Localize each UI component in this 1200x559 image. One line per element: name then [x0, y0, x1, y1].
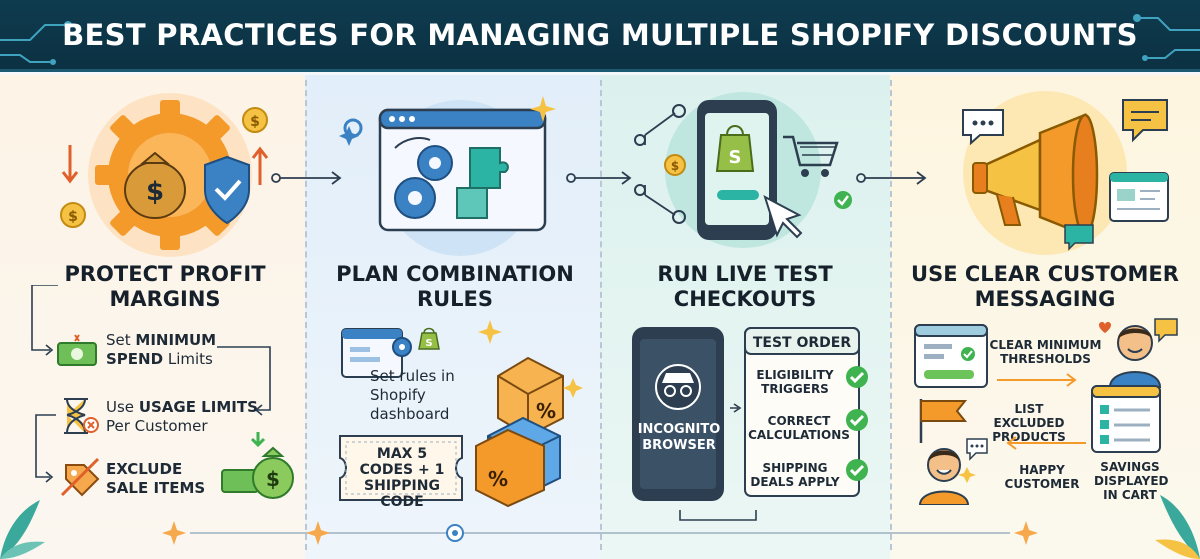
phone-cart-icon: S $	[634, 92, 852, 248]
section-divider	[890, 80, 892, 550]
rules-note: Set rules in Shopify dashboard	[370, 367, 455, 423]
percent-boxes-icon: % %	[475, 320, 583, 508]
leaf-decoration-icon	[1155, 495, 1200, 559]
page-title: BEST PRACTICES FOR MANAGING MULTIPLE SHO…	[62, 18, 1138, 52]
flow-bracket-icon	[31, 285, 271, 483]
happy-customer-icon	[918, 438, 988, 505]
check-circle-icon	[846, 459, 868, 481]
arrow-right-icon	[566, 171, 632, 185]
svg-text:S: S	[425, 338, 432, 349]
arrow-left-icon	[1006, 436, 1086, 450]
circuit-decoration-left-icon	[0, 21, 72, 65]
test-order-card-icon	[744, 327, 860, 497]
customer-avatar-icon	[1099, 318, 1178, 388]
section-title: USE CLEAR CUSTOMER MESSAGING	[911, 262, 1179, 311]
label-happy-customer: HAPPY CUSTOMER	[1004, 463, 1080, 491]
mini-dashboard-icon: S	[341, 327, 440, 378]
check-circle-icon	[846, 409, 868, 431]
check-item-eligibility: ELIGIBILITY TRIGGERS	[756, 368, 834, 396]
gear-money-shield-icon: $ $ $	[60, 93, 269, 257]
svg-text:$: $	[146, 177, 164, 207]
check-item-calculations: CORRECT CALCULATIONS	[748, 414, 850, 442]
money-bag-icon: $	[221, 432, 294, 499]
browser-gears-puzzle-icon	[339, 96, 556, 256]
svg-text:$: $	[671, 159, 679, 173]
incognito-phone-icon	[632, 327, 724, 501]
svg-text:%: %	[488, 467, 508, 491]
list-item-usage-limits: Use USAGE LIMITS Per Customer	[106, 398, 258, 435]
tag-crossed-icon	[60, 457, 100, 497]
leaf-decoration-icon	[0, 500, 45, 559]
section-divider	[305, 80, 307, 550]
label-clear-thresholds: CLEAR MINIMUM THRESHOLDS	[989, 338, 1102, 366]
section-title: PLAN COMBINATION RULES	[336, 262, 574, 311]
test-order-title: TEST ORDER	[752, 335, 852, 351]
section-divider	[600, 80, 602, 550]
hourglass-icon	[64, 398, 99, 434]
arrow-right-icon	[997, 373, 1077, 387]
svg-text:S: S	[729, 147, 742, 168]
label-savings-displayed: SAVINGS DISPLAYED IN CART	[1094, 460, 1169, 502]
header-banner: BEST PRACTICES FOR MANAGING MULTIPLE SHO…	[0, 0, 1200, 72]
incognito-label: INCOGNITO BROWSER	[637, 422, 721, 453]
browser-window-icon	[914, 324, 988, 388]
bottom-timeline-icon	[162, 521, 1038, 545]
megaphone-icon	[962, 91, 1169, 255]
list-item-exclude-sale: EXCLUDE SALE ITEMS	[106, 460, 206, 497]
circuit-decoration-right-icon	[1133, 14, 1200, 61]
check-circle-icon	[846, 366, 868, 388]
section-title: RUN LIVE TEST CHECKOUTS	[657, 262, 833, 311]
svg-text:$: $	[68, 209, 78, 225]
svg-text:$: $	[266, 467, 280, 491]
check-item-shipping: SHIPPING DEALS APPLY	[750, 461, 840, 489]
section-title: PROTECT PROFIT MARGINS	[64, 262, 266, 311]
cash-icon	[57, 334, 97, 366]
flag-icon	[919, 399, 968, 443]
flow-arrow-icon	[679, 403, 757, 521]
discount-ticket-icon	[339, 435, 463, 501]
arrow-right-icon	[271, 171, 342, 185]
svg-text:$: $	[250, 114, 260, 130]
cart-list-icon	[1091, 385, 1161, 453]
arrow-right-icon	[856, 171, 927, 185]
svg-text:%: %	[536, 399, 556, 423]
ticket-label: MAX 5 CODES + 1 SHIPPING CODE	[359, 446, 445, 510]
list-item-minimum-spend: Set MINIMUM SPEND Limits	[106, 331, 217, 368]
